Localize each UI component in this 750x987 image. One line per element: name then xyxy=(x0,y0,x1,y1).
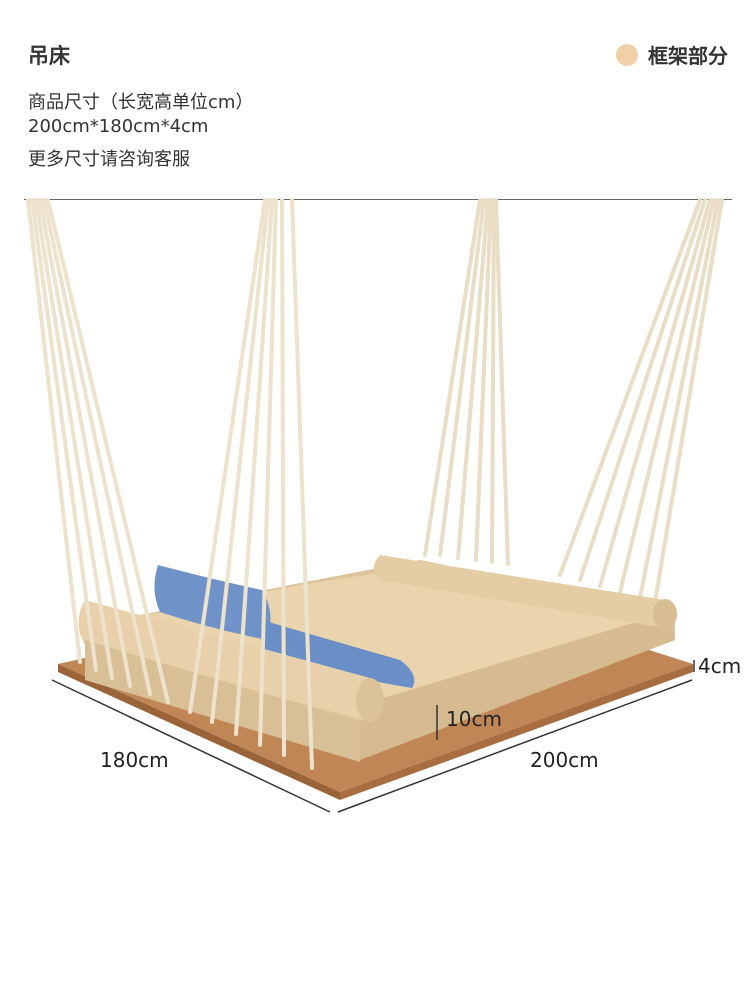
spec-dimensions: 200cm*180cm*4cm xyxy=(28,116,209,137)
board-thickness-label: 4cm xyxy=(698,654,742,678)
length-dimension-label: 200cm xyxy=(530,748,599,772)
pillows xyxy=(154,565,415,688)
back-bolster xyxy=(374,555,677,629)
cushion-height-label: 10cm xyxy=(446,707,502,731)
spec-contact-note: 更多尺寸请咨询客服 xyxy=(28,149,190,170)
back-ropes xyxy=(423,198,724,604)
front-bolster xyxy=(78,600,384,762)
front-ropes xyxy=(26,198,314,770)
product-title: 吊床 xyxy=(28,44,70,68)
legend-label: 框架部分 xyxy=(648,44,728,68)
divider xyxy=(24,199,732,200)
spec-heading: 商品尺寸（长宽高单位cm） xyxy=(28,92,254,113)
legend: 框架部分 xyxy=(616,40,728,69)
width-dimension-label: 180cm xyxy=(100,748,169,772)
dimension-lines xyxy=(51,660,695,813)
frame-color-swatch xyxy=(616,43,638,66)
